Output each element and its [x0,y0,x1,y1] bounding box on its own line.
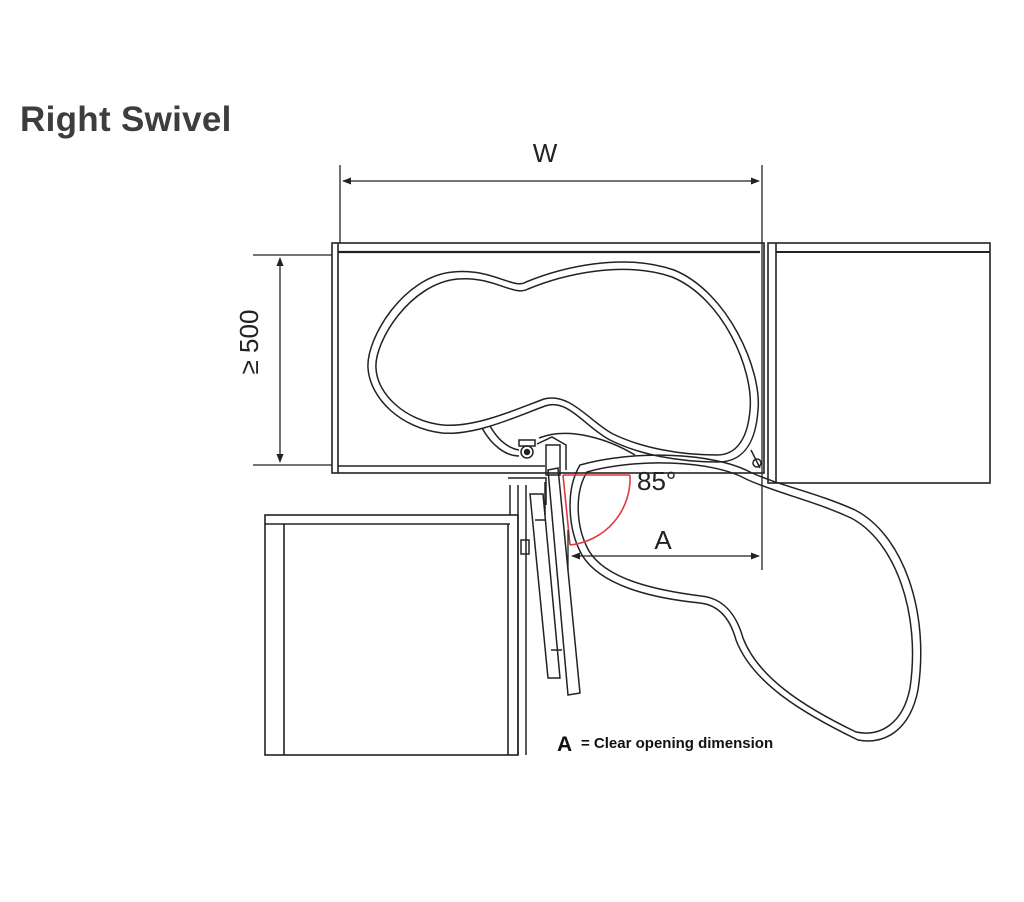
lower-left-cabinet [264,514,519,756]
right-cabinet [767,242,991,484]
side-frame [508,477,547,755]
page-title: Right Swivel [20,100,232,139]
hinge-hardware [518,436,762,476]
angle-marker [562,474,631,546]
legend-text: = Clear opening dimension [581,735,773,752]
depth-label: ≥ 500 [234,310,264,375]
swivel-shelf-swung [569,454,922,742]
angle-label: 85° [637,466,676,496]
swivel-shelf-stored [367,261,760,463]
opening-dimension [567,530,760,570]
swing-door-panels [529,467,581,696]
shelf-arm-stored [481,425,636,457]
legend: A = Clear opening dimension [557,733,773,756]
width-dimension [339,165,763,570]
opening-label: A [654,525,672,555]
depth-dimension [253,254,332,466]
width-label: W [533,138,558,168]
legend-letter: A [557,733,572,756]
